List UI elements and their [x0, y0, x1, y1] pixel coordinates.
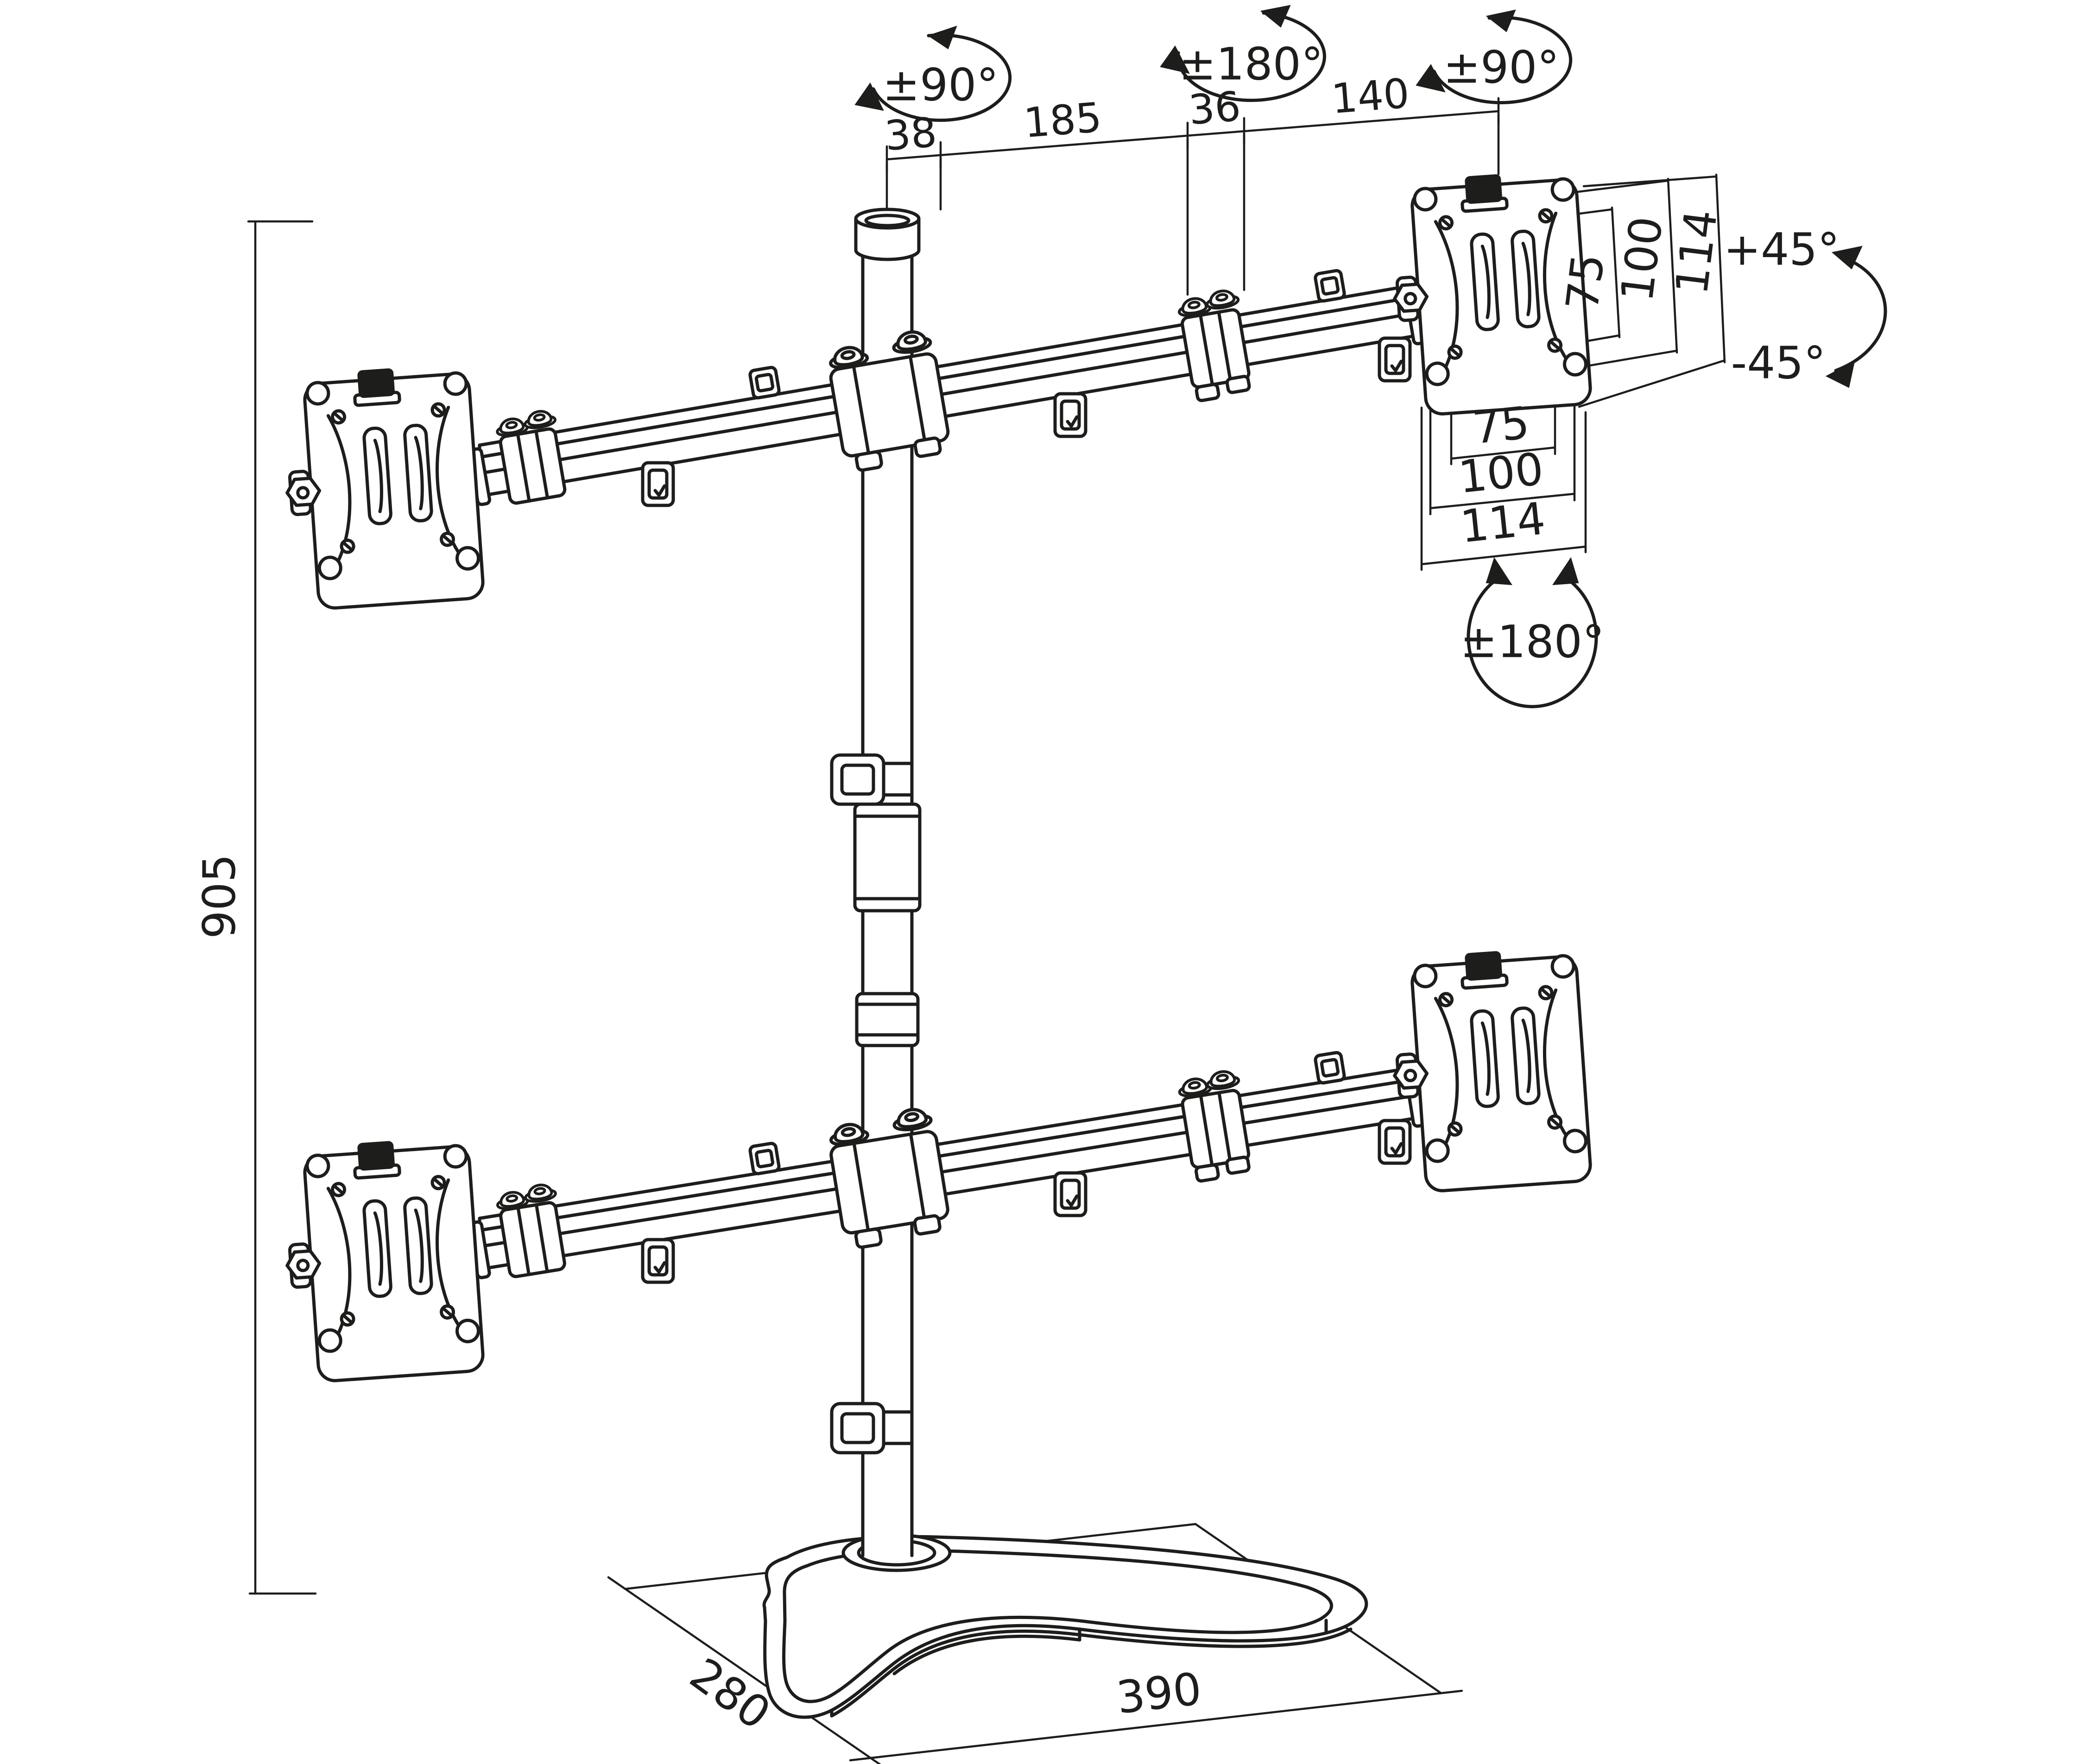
arm-top-clip [1315, 1052, 1345, 1084]
pole-swivel-rotation-icon [854, 25, 1012, 122]
arm-cable-clip [1055, 1173, 1086, 1216]
head-swivel-label: ±90° [1443, 41, 1560, 93]
arm-extension-clamp [495, 1183, 566, 1279]
vesa-plate-lower-left [279, 1136, 484, 1383]
vesa-side-75-label: 75 [1556, 251, 1614, 314]
pole-swivel-label: ±90° [883, 59, 999, 111]
pole-cable-clip-lower [830, 1402, 913, 1455]
tilt-down-label: -45° [1731, 337, 1826, 389]
lower-arm [468, 1052, 1427, 1282]
base-width-label: 390 [1114, 1663, 1204, 1724]
joint-width-dim-label: 36 [1187, 82, 1243, 134]
arm-cable-clip [1055, 394, 1086, 436]
arm-cable-clip [643, 463, 673, 505]
plate-rotation-icon [1467, 557, 1598, 708]
vesa-side-100-label: 100 [1611, 214, 1673, 304]
base [762, 1533, 1368, 1719]
pole-clamp [826, 1107, 949, 1249]
vesa-side-114-label: 114 [1666, 207, 1728, 297]
dimension-top-chain [885, 97, 1500, 296]
arm-joint-clamp [1177, 289, 1251, 403]
arm-joint-clamp [1177, 1069, 1251, 1183]
vesa-bottom-75-label: 75 [1470, 397, 1532, 454]
pole-collar-lower [855, 992, 920, 1047]
vesa-bottom-114-label: 114 [1458, 492, 1548, 553]
vesa-plate-upper-left [279, 363, 484, 611]
vesa-bottom-100-label: 100 [1456, 443, 1546, 504]
tilt-up-label: +45° [1724, 223, 1840, 275]
pole-clamp [825, 329, 950, 472]
dimension-height [247, 220, 317, 1595]
arm-top-clip [750, 1143, 780, 1174]
height-dim-label: 905 [193, 854, 245, 939]
tilt-arrow-icon [1825, 246, 1887, 388]
arm-cable-clip [1379, 1121, 1410, 1163]
head-swivel-rotation-icon [1416, 9, 1573, 105]
vesa-plate-lower-right [1386, 946, 1591, 1193]
arm-top-clip [749, 367, 779, 399]
arm-span-inner-dim-label: 185 [1022, 94, 1104, 147]
arm-span-outer-dim-label: 140 [1330, 69, 1411, 123]
arm-cable-clip [1379, 338, 1410, 381]
pole-width-dim-label: 38 [883, 108, 939, 160]
pole-collar-upper [853, 802, 922, 913]
pole-cable-clip-upper [830, 753, 913, 806]
arm-cable-clip [643, 1240, 673, 1282]
arm-swivel-rotation-icon [1160, 5, 1326, 102]
arm-swivel-label: ±180° [1179, 38, 1323, 90]
arm-top-clip [1315, 270, 1345, 302]
arm-extension-clamp [495, 409, 567, 505]
upper-arm [468, 270, 1428, 505]
plate-rotate-label: ±180° [1460, 616, 1605, 668]
